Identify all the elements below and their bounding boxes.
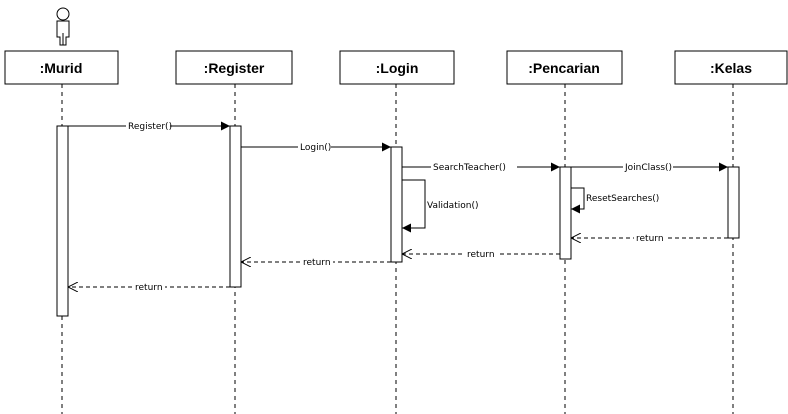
activation-bar-murid — [56, 125, 69, 317]
message-resetsearches-self[interactable]: ResetSearches() — [571, 187, 659, 214]
lifeline-head-login[interactable]: :Login — [339, 50, 455, 85]
message-label-searchteacher: SearchTeacher() — [433, 163, 506, 173]
stick-figure-icon — [56, 7, 70, 46]
message-label-resetsearches: ResetSearches() — [586, 194, 659, 204]
activation-bar-register — [229, 125, 242, 288]
message-return-register[interactable]: return — [68, 281, 230, 293]
message-validation-self[interactable]: Validation() — [402, 179, 478, 233]
lifeline-label-login: :Login — [376, 60, 419, 76]
message-label-return-kelas: return — [636, 234, 664, 244]
activation-bar-kelas — [727, 166, 740, 239]
message-label-return-register: return — [135, 283, 163, 293]
message-label-joinclass: JoinClass() — [624, 163, 672, 173]
lifeline-head-pencarian[interactable]: :Pencarian — [506, 50, 623, 85]
lifeline-label-register: :Register — [204, 60, 265, 76]
message-label-return-login: return — [303, 258, 331, 268]
message-return-kelas[interactable]: return — [571, 232, 728, 244]
message-return-login[interactable]: return — [241, 256, 391, 268]
message-label-register: Register() — [128, 122, 172, 132]
message-label-return-pencarian: return — [467, 250, 495, 260]
message-joinclass-call[interactable]: JoinClass() — [571, 161, 728, 173]
lifeline-label-pencarian: :Pencarian — [528, 60, 600, 76]
message-searchteacher-call[interactable]: SearchTeacher() — [402, 161, 560, 173]
message-login-call[interactable]: Login() — [241, 141, 391, 153]
lifeline-head-register[interactable]: :Register — [175, 50, 293, 85]
activation-bar-pencarian — [559, 166, 572, 260]
lifeline-label-murid: :Murid — [40, 60, 83, 76]
message-label-validation: Validation() — [427, 201, 478, 211]
lifeline-head-murid[interactable]: :Murid — [4, 50, 119, 85]
lifeline-label-kelas: :Kelas — [710, 60, 752, 76]
lifeline-head-kelas[interactable]: :Kelas — [674, 50, 788, 85]
message-return-pencarian[interactable]: return — [402, 248, 560, 260]
activation-bar-login — [390, 146, 403, 263]
message-register-call[interactable]: Register() — [68, 120, 230, 132]
message-label-login: Login() — [300, 143, 331, 153]
